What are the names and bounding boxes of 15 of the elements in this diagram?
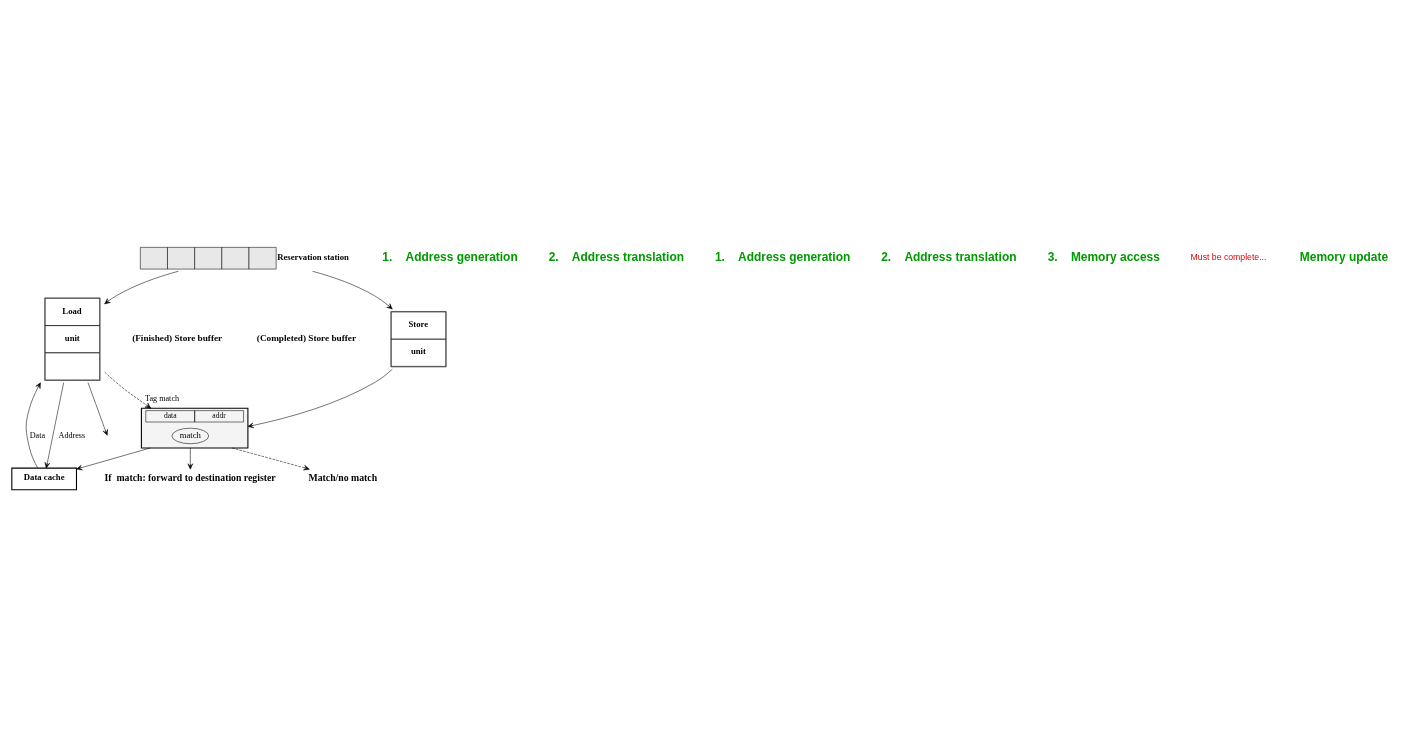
node-label: (Finished) Store buffer xyxy=(132,332,223,343)
label: Memory update xyxy=(1299,249,1389,264)
label: 2. Address translation xyxy=(548,249,684,264)
edge-label: Address xyxy=(58,430,86,440)
node-label: (Completed) Store buffer xyxy=(256,332,357,343)
label: 3. Memory access xyxy=(1047,249,1160,264)
node-label: Reservation station xyxy=(277,251,349,262)
label: 1. Address generation xyxy=(382,249,518,264)
label: Must be complete... xyxy=(1190,252,1267,263)
label: 1. Address generation xyxy=(714,249,851,264)
label: 2. Address translation xyxy=(881,249,1017,264)
edge-label: Tag match xyxy=(145,394,180,404)
node-text: If match: forward to destination register xyxy=(104,471,276,483)
edge-label: Data xyxy=(29,430,46,440)
node-text: Match/no match xyxy=(308,471,378,483)
